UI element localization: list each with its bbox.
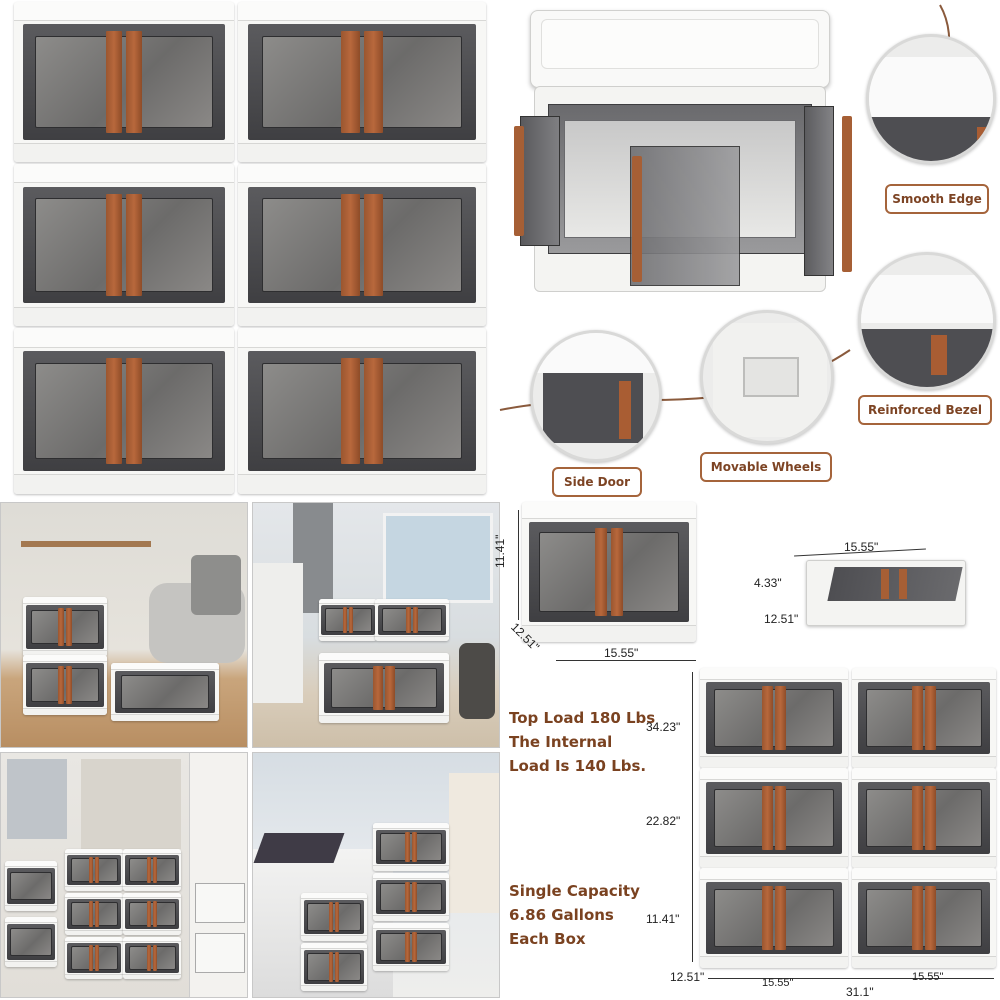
detail-circle-reinforced-bezel: [858, 252, 996, 390]
photo-office: [252, 752, 500, 998]
load-capacity-text: Top Load 180 Lbs The Internal Load Is 14…: [509, 706, 655, 778]
storage-box: [14, 2, 234, 162]
stack-dimension-illustration: [700, 668, 996, 968]
capacity-line-1: Single Capacity: [509, 882, 640, 900]
folded-box-illustration: [806, 560, 966, 626]
load-line-2: The Internal: [509, 733, 613, 751]
photo-closet: [0, 752, 248, 998]
callout-side-door: Side Door: [552, 467, 642, 497]
storage-box: [238, 164, 486, 326]
box-lid-illustration: [530, 10, 830, 88]
single-capacity-text: Single Capacity 6.86 Gallons Each Box: [509, 879, 640, 951]
stack-two-high-label: 22.82": [646, 814, 681, 828]
open-box-illustration: [514, 86, 852, 300]
stack-box-width-right-label: 15.55": [912, 971, 944, 983]
single-box-height-label: 11.41": [493, 534, 507, 568]
stack-total-height-label: 34.23": [646, 720, 681, 734]
folded-box-height-label: 4.33": [754, 576, 782, 590]
detail-circle-movable-wheels: [700, 310, 834, 444]
load-line-3: Load Is 140 Lbs.: [509, 757, 647, 775]
load-line-1: Top Load 180 Lbs: [509, 709, 656, 727]
callout-movable-wheels: Movable Wheels: [700, 452, 832, 482]
folded-box-depth-label: 12.51": [764, 612, 799, 626]
capacity-line-2: 6.86 Gallons: [509, 906, 614, 924]
storage-box: [238, 328, 486, 494]
stack-one-high-label: 11.41": [646, 912, 680, 926]
stack-total-width-label: 31.1": [846, 985, 874, 999]
stack-depth-label: 12.51": [670, 970, 705, 984]
stack-box-width-left-label: 15.55": [762, 977, 794, 989]
single-box-width-label: 15.55": [604, 646, 639, 660]
storage-box: [238, 2, 486, 162]
callout-smooth-edge: Smooth Edge: [885, 184, 989, 214]
capacity-line-3: Each Box: [509, 930, 586, 948]
detail-circle-side-door: [530, 330, 662, 462]
detail-circle-smooth-edge: [866, 34, 996, 164]
folded-box-width-label: 15.55": [844, 540, 879, 554]
storage-box: [14, 328, 234, 494]
callout-reinforced-bezel: Reinforced Bezel: [858, 395, 992, 425]
single-box-dimension-illustration: [522, 502, 696, 642]
photo-bedroom: [252, 502, 500, 748]
hero-stack: [14, 2, 488, 496]
storage-box: [14, 164, 234, 326]
photo-living-room: [0, 502, 248, 748]
